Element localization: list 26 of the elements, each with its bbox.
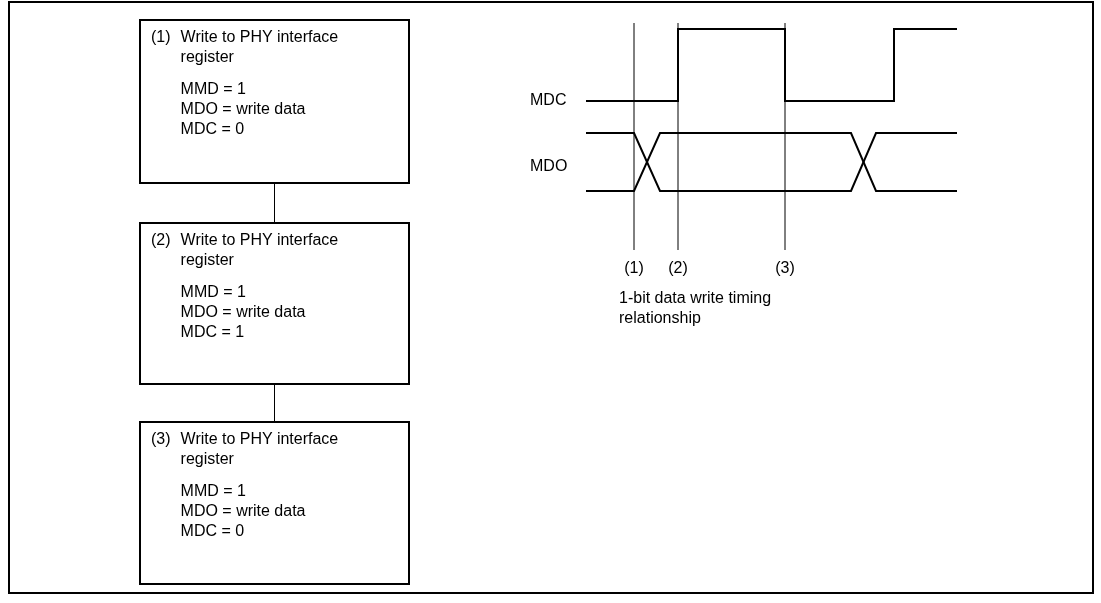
step-number: (3) [151, 429, 171, 449]
signal-name: MDO [530, 156, 569, 176]
register-setting: MMD = 1 [180, 79, 247, 99]
register-setting: MDO = write data [180, 501, 307, 521]
register-setting: MDC = 0 [180, 521, 246, 541]
register-setting: MDC = 0 [180, 119, 246, 139]
process-box [139, 19, 410, 184]
connector-line [274, 183, 275, 223]
timing-point-label: (2) [667, 258, 689, 278]
step-number: (2) [151, 230, 171, 250]
step-title: Write to PHY interface register [180, 27, 340, 67]
signal-name: MDC [530, 90, 568, 110]
register-setting: MDO = write data [180, 99, 307, 119]
step-number: (1) [151, 27, 171, 47]
timing-point-label: (3) [774, 258, 796, 278]
timing-point-label: (1) [623, 258, 645, 278]
register-setting: MDO = write data [180, 302, 307, 322]
step-title: Write to PHY interface register [180, 230, 340, 270]
register-setting: MMD = 1 [180, 282, 247, 302]
register-setting: MDC = 1 [180, 322, 246, 342]
step-title: Write to PHY interface register [180, 429, 340, 469]
connector-line [274, 384, 275, 422]
register-setting: MMD = 1 [180, 481, 247, 501]
process-box [139, 222, 410, 385]
process-box [139, 421, 410, 585]
timing-caption: 1-bit data write timing relationship [619, 288, 773, 328]
